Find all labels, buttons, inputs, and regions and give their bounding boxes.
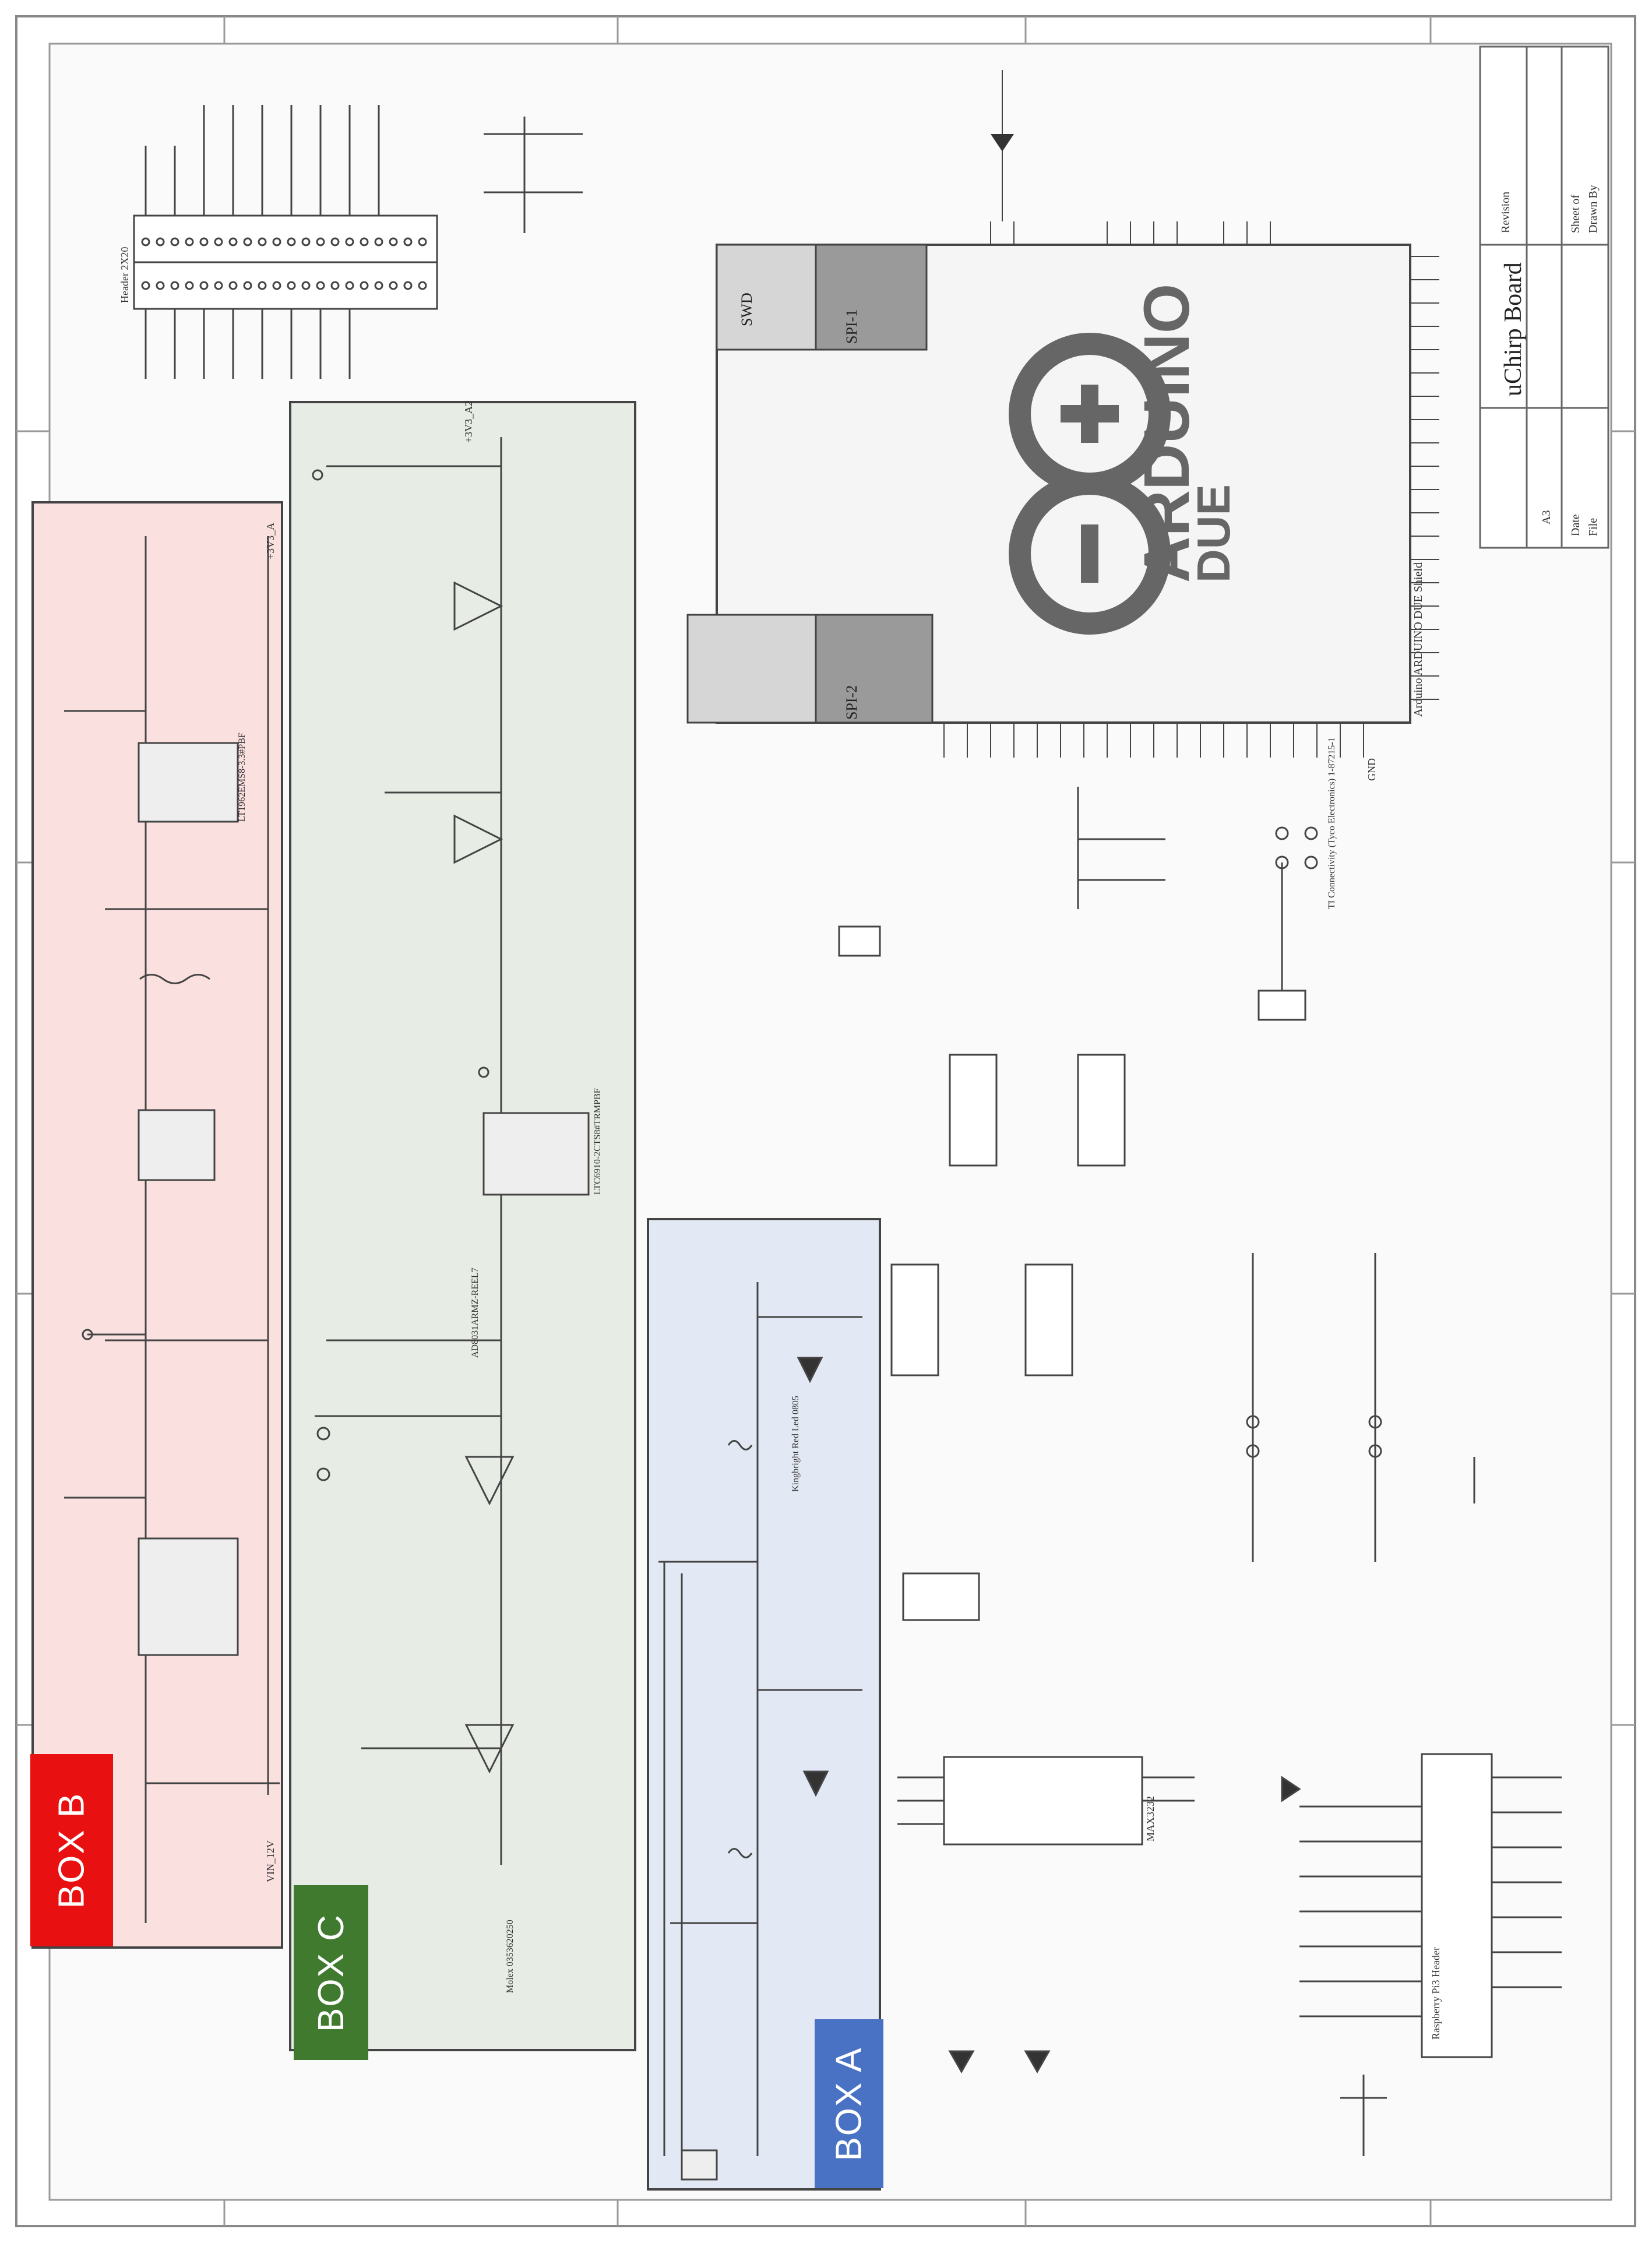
spi1-header-block: [815, 244, 928, 351]
led-d1-icon: [991, 134, 1014, 152]
frame-zone-ticks: [16, 16, 1635, 2226]
raspi-header: [133, 105, 583, 379]
ltc-label: LTC6910-2CTS8#TRMPBF: [593, 1088, 603, 1195]
title-block-size: A3: [1540, 510, 1553, 524]
led-label: Kingbright Red Led 0805: [791, 1396, 801, 1492]
title-block-file: File: [1587, 518, 1600, 536]
title-block-date: Date: [1569, 514, 1582, 536]
raspi-label: Raspberry Pi3 Header: [1430, 1947, 1442, 2040]
spi2-header-block: [815, 614, 934, 724]
arduino-part-label: Arduino ARDUINO DUE Shield: [1412, 562, 1425, 717]
net-gnd: GND: [1366, 758, 1378, 781]
box-c-region: [289, 401, 636, 2051]
led-d6-icon: [1281, 1776, 1301, 1802]
title-block-title: uChirp Board: [1500, 262, 1527, 396]
raspi-connector: [1421, 1753, 1493, 2058]
led-d5-icon: [1024, 2050, 1051, 2074]
lt1962-label: LT1962EMS8-3.3#PBF: [237, 733, 247, 822]
max3232-chip: [943, 1756, 1143, 1846]
molex-label: Molex 0353620250: [505, 1920, 515, 1993]
led-d4-icon: [948, 2050, 975, 2074]
box-c-circuit: [312, 437, 590, 1865]
box-b-label: BOX B: [30, 1754, 113, 1946]
ad8031-label: AD8031ARMZ-REEL7: [470, 1267, 480, 1358]
arduino-brand-text: ARDUINO: [1131, 284, 1203, 583]
bottom-right-circuits: [897, 1753, 1562, 2156]
spi2-label: SPI-2: [843, 685, 860, 720]
arduino-logo-icon: [1009, 333, 1171, 635]
title-block-sheet: Sheet of: [1569, 195, 1582, 233]
box-b-circuit: [64, 536, 280, 1923]
box-b-region: [31, 501, 283, 1949]
arduino-due-block: ARDUINO DUE SPI-1 SPI-2 SWD Arduino ARDU…: [686, 70, 1439, 758]
box-a-circuit: [658, 1282, 862, 2181]
title-block-drawn-by: Drawn By: [1587, 185, 1600, 233]
spi1-label: SPI-1: [843, 309, 860, 344]
arduino-model-text: DUE: [1188, 484, 1239, 583]
ti-conn-label: TI Connectivity (Tyco Electronics) 1-872…: [1327, 737, 1337, 909]
net-3v3a: +3V3_A: [265, 523, 276, 559]
net-vin12: VIN_12V: [265, 1840, 276, 1882]
right-middle-circuits: [838, 787, 1475, 1621]
title-block-revision: Revision: [1499, 192, 1512, 233]
box-a-label: BOX A: [815, 2019, 883, 2188]
max3232-label: MAX3232: [1144, 1796, 1156, 1841]
header-label: Header 2X20: [119, 247, 131, 303]
box-c-label: BOX C: [294, 1885, 368, 2060]
net-3v3a2: +3V3_A2: [463, 401, 474, 443]
title-block: [1479, 45, 1609, 549]
swd-label: SWD: [738, 293, 755, 326]
